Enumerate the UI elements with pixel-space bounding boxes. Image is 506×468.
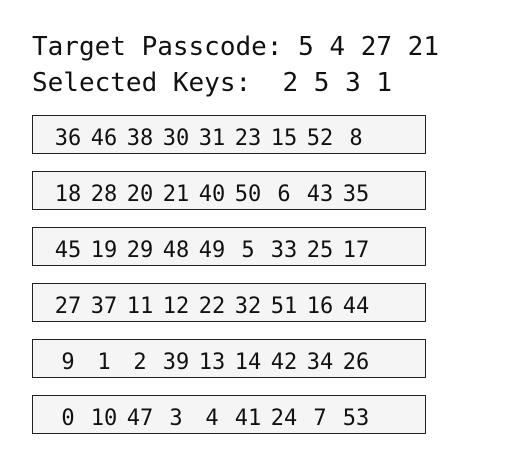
key-button[interactable]: 46 — [90, 126, 118, 151]
key-button[interactable]: 51 — [270, 294, 298, 319]
target-passcode-line: Target Passcode: 5 4 27 21 — [32, 32, 439, 62]
key-button[interactable]: 3 — [169, 406, 183, 431]
key-button[interactable]: 48 — [162, 238, 190, 263]
key-button[interactable]: 22 — [198, 294, 226, 319]
key-button[interactable]: 36 — [54, 126, 82, 151]
key-button[interactable]: 9 — [61, 350, 75, 375]
key-row-4: 27 37 11 12 22 32 51 16 44 — [32, 283, 426, 322]
key-row-2: 18 28 20 21 40 50 6 43 35 — [32, 171, 426, 210]
key-button[interactable]: 5 — [241, 238, 255, 263]
key-button[interactable]: 44 — [342, 294, 370, 319]
key-button[interactable]: 1 — [97, 350, 111, 375]
key-button[interactable]: 18 — [54, 182, 82, 207]
key-button[interactable]: 14 — [234, 350, 262, 375]
key-row-3: 45 19 29 48 49 5 33 25 17 — [32, 227, 426, 266]
key-button[interactable]: 19 — [90, 238, 118, 263]
key-button[interactable]: 11 — [126, 294, 154, 319]
key-button[interactable]: 27 — [54, 294, 82, 319]
key-button[interactable]: 37 — [90, 294, 118, 319]
key-button[interactable]: 7 — [313, 406, 327, 431]
selected-keys-line: Selected Keys: 2 5 3 1 — [32, 68, 392, 98]
key-button[interactable]: 16 — [306, 294, 334, 319]
key-button[interactable]: 30 — [162, 126, 190, 151]
key-button[interactable]: 15 — [270, 126, 298, 151]
key-button[interactable]: 0 — [61, 406, 75, 431]
selected-keys-label: Selected Keys: — [32, 68, 252, 98]
key-button[interactable]: 49 — [198, 238, 226, 263]
key-button[interactable]: 40 — [198, 182, 226, 207]
key-button[interactable]: 10 — [90, 406, 118, 431]
key-button[interactable]: 29 — [126, 238, 154, 263]
key-button[interactable]: 50 — [234, 182, 262, 207]
key-button[interactable]: 42 — [270, 350, 298, 375]
key-button[interactable]: 35 — [342, 182, 370, 207]
key-button[interactable]: 34 — [306, 350, 334, 375]
key-button[interactable]: 32 — [234, 294, 262, 319]
key-button[interactable]: 20 — [126, 182, 154, 207]
key-button[interactable]: 33 — [270, 238, 298, 263]
key-button[interactable]: 43 — [306, 182, 334, 207]
key-button[interactable]: 41 — [234, 406, 262, 431]
key-button[interactable]: 38 — [126, 126, 154, 151]
key-button[interactable]: 6 — [277, 182, 291, 207]
key-button[interactable]: 2 — [133, 350, 147, 375]
key-button[interactable]: 53 — [342, 406, 370, 431]
key-button[interactable]: 47 — [126, 406, 154, 431]
key-button[interactable]: 4 — [205, 406, 219, 431]
target-passcode-values: 5 4 27 21 — [298, 32, 439, 62]
key-button[interactable]: 24 — [270, 406, 298, 431]
key-row-1: 36 46 38 30 31 23 15 52 8 — [32, 115, 426, 154]
key-button[interactable]: 13 — [198, 350, 226, 375]
key-button[interactable]: 26 — [342, 350, 370, 375]
key-button[interactable]: 21 — [162, 182, 190, 207]
key-button[interactable]: 45 — [54, 238, 82, 263]
key-button[interactable]: 25 — [306, 238, 334, 263]
key-button[interactable]: 31 — [198, 126, 226, 151]
key-button[interactable]: 28 — [90, 182, 118, 207]
key-button[interactable]: 39 — [162, 350, 190, 375]
key-button[interactable]: 23 — [234, 126, 262, 151]
key-button[interactable]: 12 — [162, 294, 190, 319]
key-button[interactable]: 52 — [306, 126, 334, 151]
target-passcode-label: Target Passcode: — [32, 32, 283, 62]
key-button[interactable]: 8 — [349, 126, 363, 151]
selected-keys-values: 2 5 3 1 — [282, 68, 393, 98]
key-button[interactable]: 17 — [342, 238, 370, 263]
